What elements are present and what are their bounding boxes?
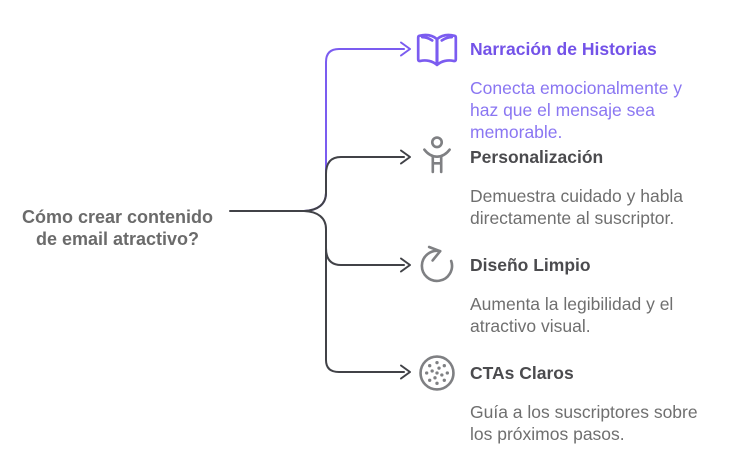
branch-line-1 (303, 48, 405, 212)
open-book-icon (413, 25, 461, 73)
branch-item-clear-ctas: CTAs Claros Guía a los suscriptores sobr… (416, 352, 736, 452)
arrowhead-4 (400, 364, 411, 380)
dotted-circle-icon (416, 352, 458, 394)
branch-description: Guía a los suscriptores sobre los próxim… (470, 402, 698, 444)
arrowhead-3 (400, 257, 411, 273)
branch-line-4 (303, 210, 405, 373)
branch-title: Narración de Historias (470, 39, 657, 59)
branch-description: Conecta emocionalmente y haz que el mens… (470, 78, 683, 142)
branch-item-clean-design: Diseño Limpio Aumenta la legibilidad y e… (416, 244, 736, 344)
branch-item-personalization: Personalización Demuestra cuidado y habl… (416, 136, 736, 236)
branch-title: CTAs Claros (470, 363, 574, 383)
arrowhead-1 (400, 41, 411, 57)
branch-description: Aumenta la legibilidad y el atractivo vi… (470, 294, 674, 336)
branch-line-2 (303, 156, 405, 212)
circular-arrow-icon (416, 244, 458, 286)
branch-title: Personalización (470, 147, 604, 167)
branch-description: Demuestra cuidado y habla directamente a… (470, 186, 684, 228)
arrowhead-2 (400, 149, 411, 165)
branch-item-storytelling: Narración de Historias Conecta emocional… (413, 25, 736, 142)
person-raised-arms-icon (416, 136, 458, 178)
central-question: Cómo crear contenido de email atractivo? (21, 207, 214, 249)
branch-line-3 (325, 247, 405, 266)
branch-title: Diseño Limpio (470, 255, 591, 275)
